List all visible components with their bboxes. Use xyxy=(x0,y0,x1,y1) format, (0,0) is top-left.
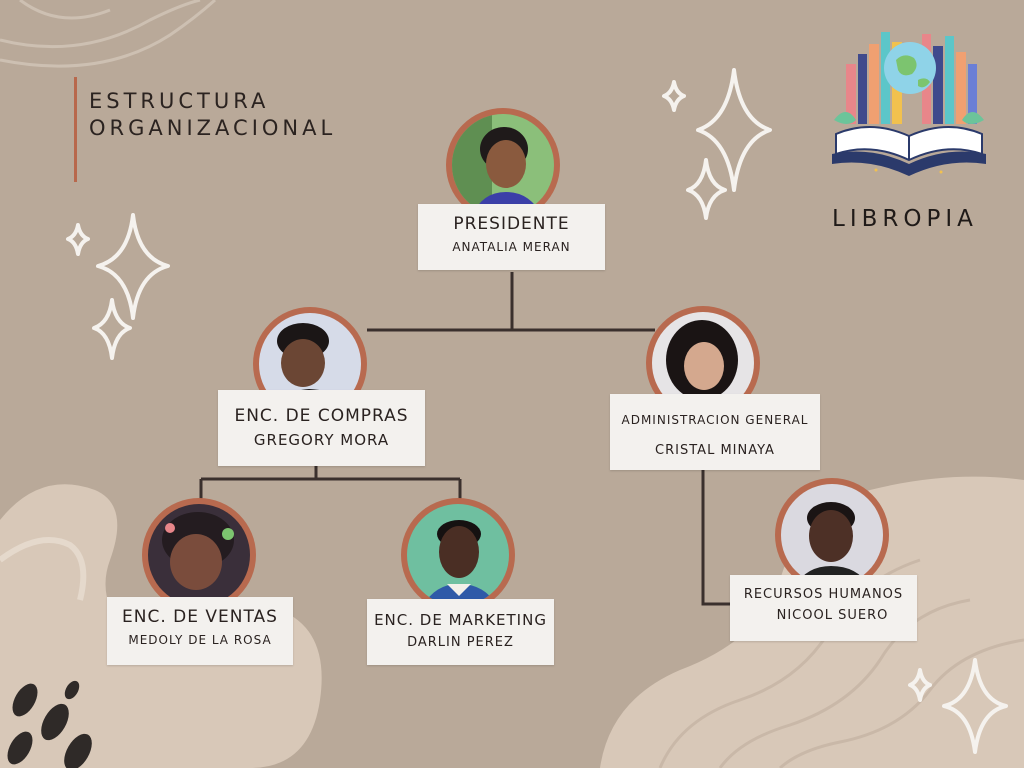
name-purchasing: GREGORY MORA xyxy=(253,431,390,449)
avatar-president xyxy=(446,108,560,222)
role-admin: ADMINISTRACION GENERAL xyxy=(621,413,809,427)
name-sales: MEDOLY DE LA ROSA xyxy=(128,633,272,647)
role-purchasing: ENC. DE COMPRAS xyxy=(234,406,409,426)
avatar-marketing xyxy=(401,498,515,612)
role-president: PRESIDENTE xyxy=(453,214,570,234)
page-title-line1: ESTRUCTURA xyxy=(89,89,270,113)
page-title-line2: ORGANIZACIONAL xyxy=(89,116,337,140)
title-accent-bar xyxy=(74,77,77,182)
name-hr: NICOOL SUERO xyxy=(776,608,889,623)
brand-name: LIBROPIA xyxy=(832,206,978,232)
name-admin: CRISTAL MINAYA xyxy=(655,443,775,458)
connector-lines xyxy=(199,272,730,606)
role-marketing: ENC. DE MARKETING xyxy=(374,611,547,629)
name-marketing: DARLIN PEREZ xyxy=(407,635,514,650)
card-marketing: ENC. DE MARKETING DARLIN PEREZ xyxy=(367,599,554,665)
avatar-hr xyxy=(775,478,889,592)
card-admin: ADMINISTRACION GENERAL CRISTAL MINAYA xyxy=(610,394,820,470)
card-president: PRESIDENTE ANATALIA MERAN xyxy=(418,204,605,270)
role-sales: ENC. DE VENTAS xyxy=(122,607,278,627)
card-hr: RECURSOS HUMANOS NICOOL SUERO xyxy=(730,575,917,641)
card-purchasing: ENC. DE COMPRAS GREGORY MORA xyxy=(218,390,425,466)
open-book-icon xyxy=(826,24,992,194)
name-president: ANATALIA MERAN xyxy=(452,240,571,254)
role-hr: RECURSOS HUMANOS xyxy=(743,587,904,602)
card-sales: ENC. DE VENTAS MEDOLY DE LA ROSA xyxy=(107,597,293,665)
page-title: ESTRUCTURA ORGANIZACIONAL xyxy=(89,88,336,142)
avatar-sales xyxy=(142,498,256,612)
